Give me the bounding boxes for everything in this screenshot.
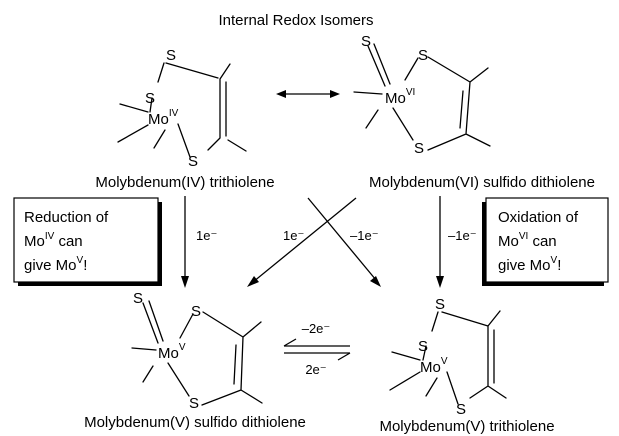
oxidation-note-line3: give MoV! bbox=[498, 255, 561, 274]
mo-vi-sulfido-dithiolene-structure: S S S MoVI bbox=[353, 33, 491, 157]
arrow-label-cross-left: 1e⁻ bbox=[283, 228, 304, 243]
mo-v-trithiolene-structure: S S S MoV bbox=[389, 296, 507, 418]
sulfur-atom: S bbox=[418, 47, 428, 64]
arrow-label-left: 1e⁻ bbox=[196, 228, 217, 243]
mo-iv-trithiolene-structure: S S S MoIV bbox=[117, 47, 247, 170]
sulfur-atom: S bbox=[189, 395, 199, 412]
metal-atom: MoV bbox=[158, 342, 186, 362]
caption-mo-v-trithiolene: Molybdenum(V) trithiolene bbox=[379, 418, 554, 435]
caption-mo-iv-trithiolene: Molybdenum(IV) trithiolene bbox=[95, 174, 274, 191]
sulfur-atom: S bbox=[133, 290, 143, 307]
mo-v-sulfido-dithiolene-structure: S S S MoV bbox=[131, 290, 263, 412]
arrow-label-cross-right: –1e⁻ bbox=[350, 228, 379, 243]
sulfur-atom: S bbox=[145, 90, 155, 107]
equilibrium-arrows bbox=[283, 338, 351, 361]
reduction-note-line3: give MoV! bbox=[24, 255, 87, 274]
metal-atom: MoIV bbox=[148, 108, 179, 128]
sulfur-atom: S bbox=[435, 296, 445, 313]
oxidation-note-box: Oxidation of MoVI can give MoV! bbox=[482, 197, 609, 286]
arrow-label-eq-bottom: 2e⁻ bbox=[305, 362, 326, 377]
sulfur-atom: S bbox=[456, 401, 466, 418]
reduction-note-box: Reduction of MoIV can give MoV! bbox=[13, 197, 162, 286]
arrow-label-right: –1e⁻ bbox=[448, 228, 477, 243]
caption-mo-v-sulfido-dithiolene: Molybdenum(V) sulfido dithiolene bbox=[84, 414, 306, 431]
resonance-arrow bbox=[276, 90, 340, 98]
oxidation-note-line1: Oxidation of bbox=[498, 209, 579, 226]
metal-atom: MoV bbox=[420, 356, 448, 376]
sulfur-atom: S bbox=[361, 33, 371, 50]
sulfur-atom: S bbox=[188, 153, 198, 170]
oxidation-note-line2: MoVI can bbox=[498, 231, 557, 250]
caption-mo-vi-sulfido-dithiolene: Molybdenum(VI) sulfido dithiolene bbox=[369, 174, 595, 191]
arrow-label-eq-top: –2e⁻ bbox=[302, 321, 331, 336]
metal-atom: MoVI bbox=[385, 87, 415, 107]
sulfur-atom: S bbox=[191, 303, 201, 320]
sulfur-atom: S bbox=[414, 140, 424, 157]
scheme-title: Internal Redox Isomers bbox=[218, 12, 373, 29]
crossed-arrows bbox=[247, 197, 381, 287]
right-oxidation-arrow bbox=[436, 196, 444, 288]
left-reduction-arrow bbox=[181, 196, 189, 288]
reduction-note-line1: Reduction of bbox=[24, 209, 109, 226]
reduction-note-line2: MoIV can bbox=[24, 231, 83, 250]
sulfur-atom: S bbox=[166, 47, 176, 64]
sulfur-atom: S bbox=[418, 338, 428, 355]
